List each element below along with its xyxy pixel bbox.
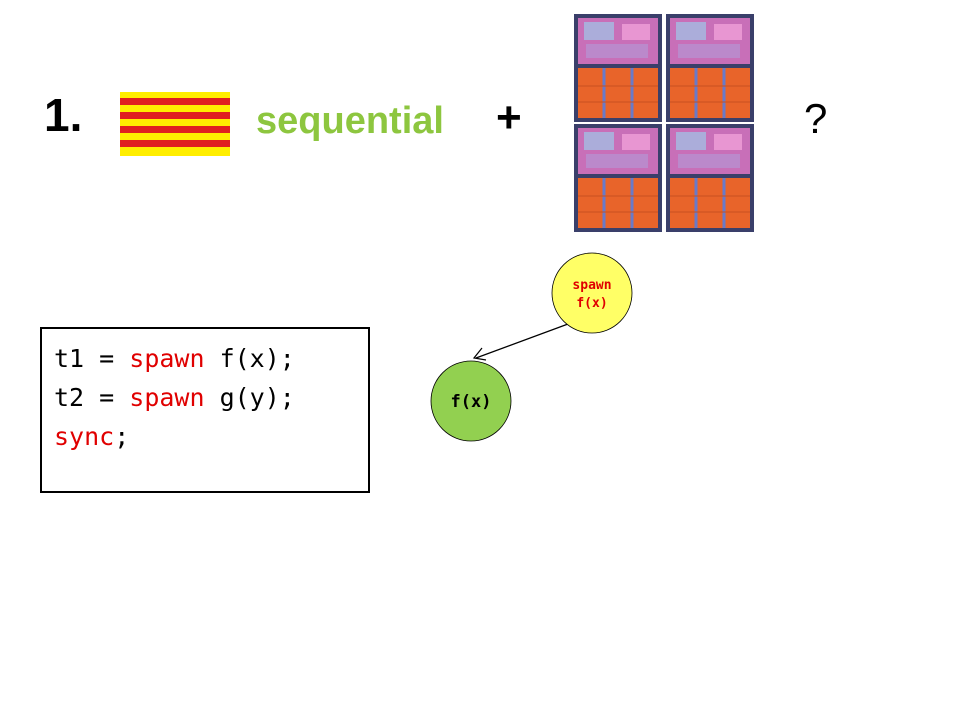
processor-die-icon xyxy=(666,14,754,122)
task-node: f(x) xyxy=(430,360,512,442)
sequential-label: sequential xyxy=(256,100,444,142)
processor-die-icon xyxy=(574,14,662,122)
code-box: t1 = spawn f(x); t2 = spawn g(y); sync; xyxy=(40,327,370,493)
code-line-1: t1 = spawn f(x); xyxy=(54,339,368,378)
code-call: f(x); xyxy=(204,344,295,373)
code-line-3: sync; xyxy=(54,417,368,456)
code-line-2: t2 = spawn g(y); xyxy=(54,378,368,417)
processor-die-icon xyxy=(666,124,754,232)
multicore-processor-chip-icon xyxy=(574,14,754,232)
code-keyword: sync xyxy=(54,422,115,451)
question-mark: ? xyxy=(804,95,828,142)
plus-sign: + xyxy=(496,93,522,142)
processor-die-icon xyxy=(574,124,662,232)
spawn-node-line2: f(x) xyxy=(576,296,607,311)
code-call: g(y); xyxy=(204,383,295,412)
spawn-edge xyxy=(475,323,569,359)
task-node-label: f(x) xyxy=(451,392,492,412)
edge-arrowhead xyxy=(472,347,487,361)
code-keyword: spawn xyxy=(129,344,205,373)
striped-flag-icon xyxy=(120,92,230,156)
spawn-node: spawn f(x) xyxy=(551,252,633,334)
code-keyword: spawn xyxy=(129,383,205,412)
code-var: t2 = xyxy=(54,383,130,412)
code-var: t1 = xyxy=(54,344,130,373)
code-punct: ; xyxy=(114,422,130,451)
step-number: 1. xyxy=(44,89,83,141)
spawn-node-line1: spawn xyxy=(572,278,611,293)
task-graph: spawn f(x) f(x) xyxy=(430,252,633,442)
